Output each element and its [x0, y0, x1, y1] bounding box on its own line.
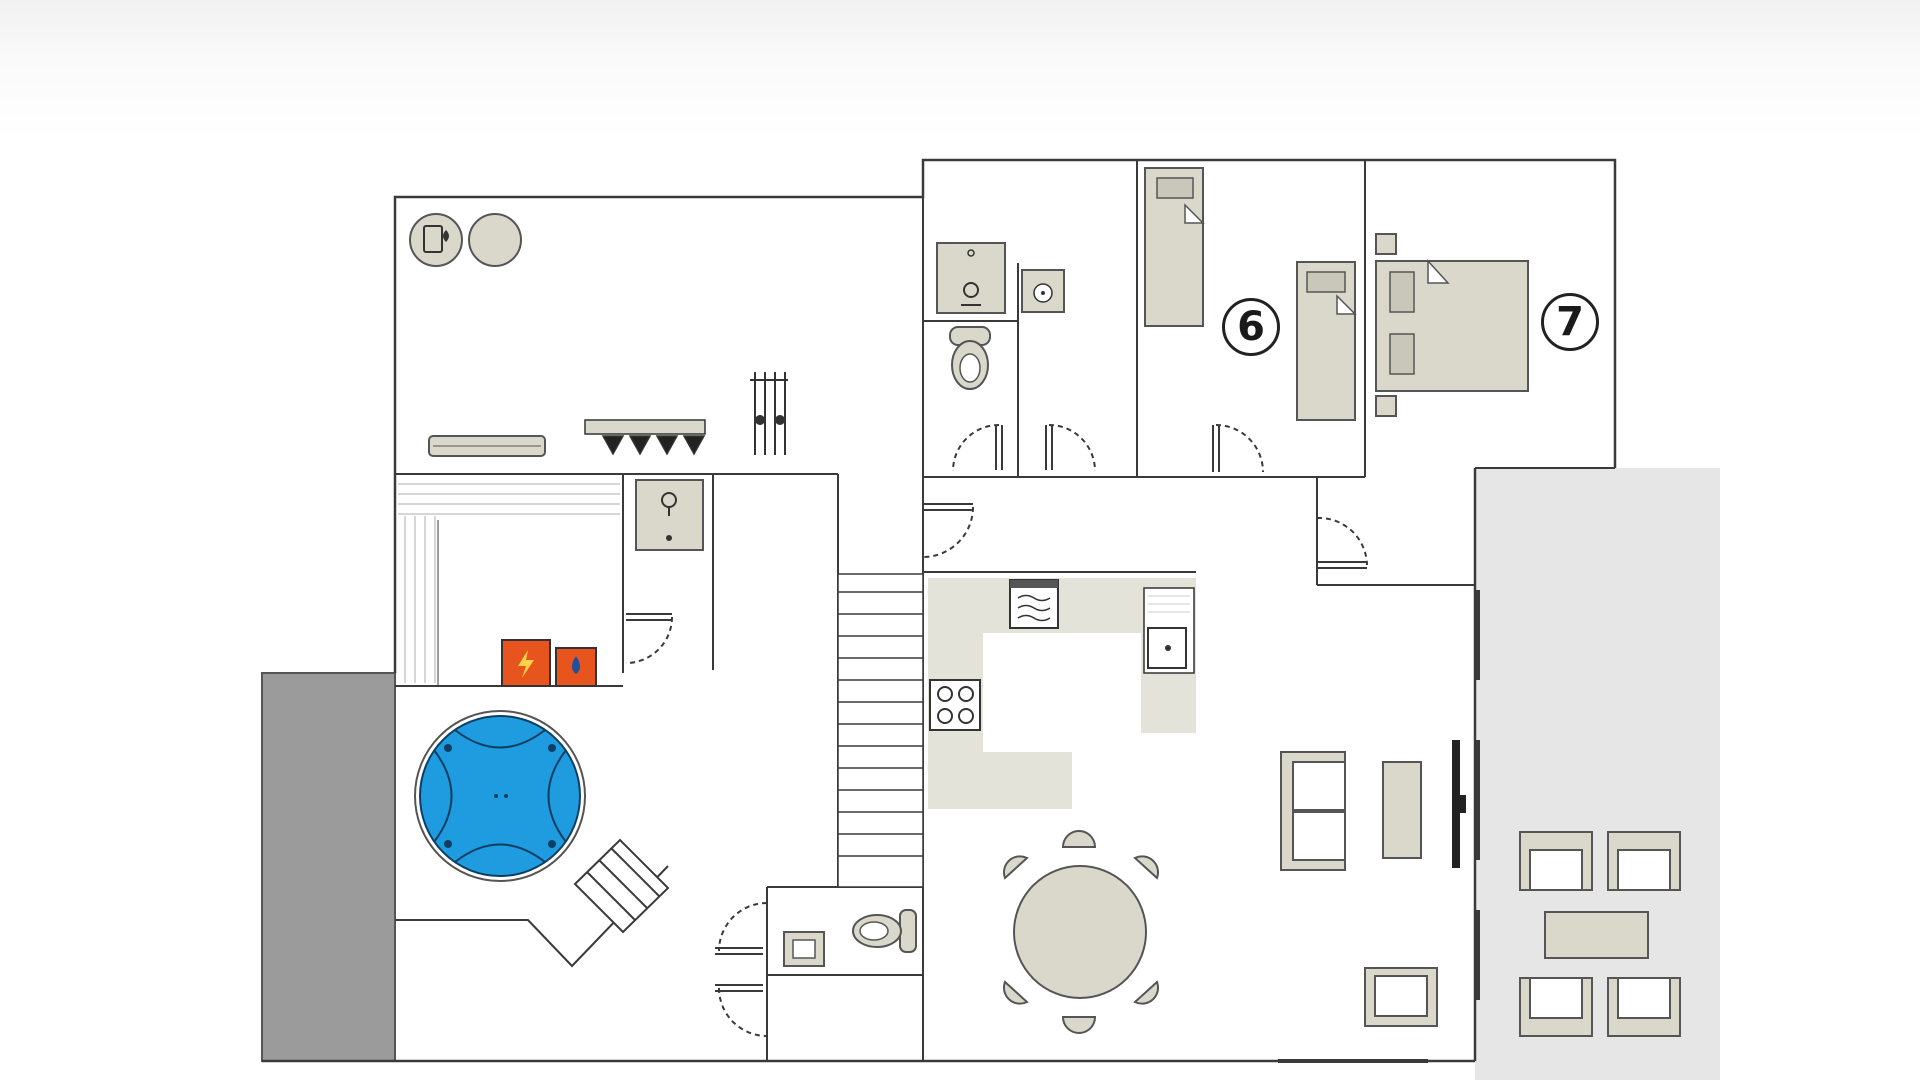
- sofa-icon: [1280, 751, 1346, 871]
- kitchen-sink-icon: [1143, 587, 1195, 674]
- double-bed-icon: [1375, 233, 1529, 417]
- boiler-icon: [409, 213, 463, 267]
- cooktop-icon: [929, 679, 981, 731]
- shower-icon: [635, 479, 704, 551]
- dining-table-icon: [1002, 830, 1160, 1034]
- toilet-icon: [852, 909, 917, 953]
- ski-rack-icon: [750, 372, 788, 455]
- single-bed-icon: [1144, 167, 1205, 327]
- armchair-icon: [1364, 967, 1438, 1027]
- washbasin-icon: [1021, 269, 1065, 313]
- single-bed-icon: [1296, 261, 1357, 421]
- hot-tub-icon: [414, 710, 586, 882]
- water-tank-icon: [468, 213, 522, 267]
- door-swings: [625, 424, 1428, 1063]
- water-meter-icon: [555, 647, 597, 687]
- tv-icon: [1452, 740, 1466, 868]
- sauna: [398, 483, 620, 686]
- exterior-walls: [262, 158, 1617, 1063]
- radiator-icon: [428, 435, 546, 457]
- ski-boot-dryer-icon: [584, 419, 706, 456]
- terrace-left: [261, 672, 396, 1062]
- outdoor-lounge-set-icon: [1519, 831, 1681, 1037]
- electricity-meter-icon: [501, 639, 551, 687]
- coffee-table-icon: [1382, 761, 1422, 859]
- staircase-icon: [837, 573, 924, 888]
- shower-icon: [936, 242, 1006, 314]
- toilet-icon: [949, 326, 991, 390]
- oven-icon: [1009, 579, 1059, 629]
- terrace-right: [1475, 468, 1720, 1080]
- room-label-7: 7: [1541, 293, 1599, 351]
- room-label-6: 6: [1222, 298, 1280, 356]
- hot-tub-steps-icon: [395, 838, 670, 968]
- washbasin-icon: [783, 931, 825, 967]
